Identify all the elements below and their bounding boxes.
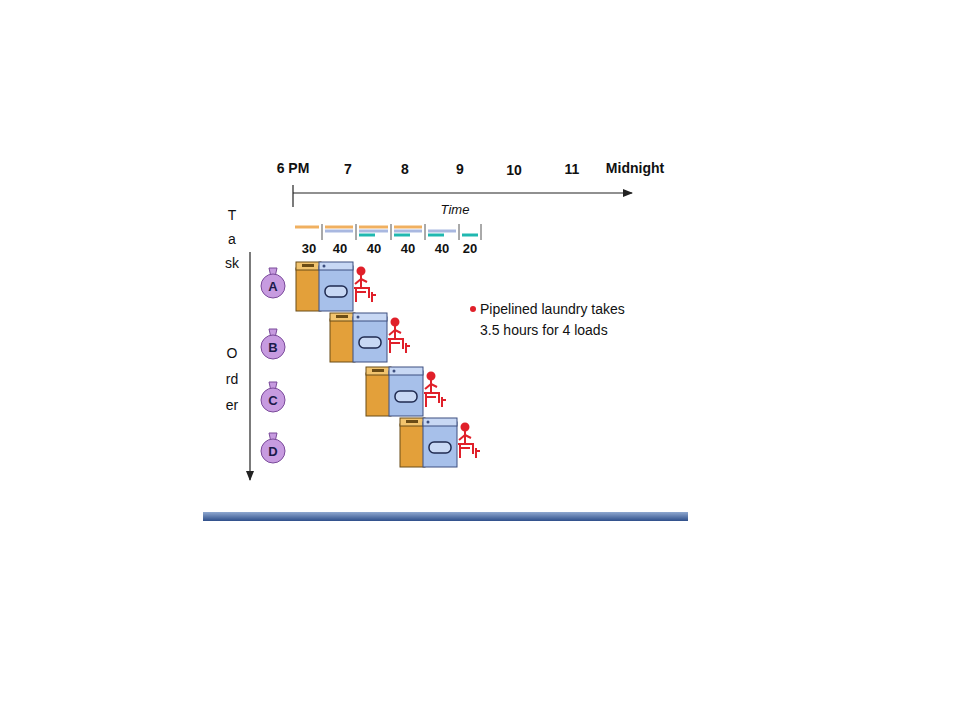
load-letter: D (259, 431, 287, 459)
time-tick: 10 (506, 163, 522, 177)
note-text: Pipelined laundry takes 3.5 hours for 4 … (480, 299, 640, 341)
time-tick: 9 (456, 162, 464, 176)
laundry-bag: C (259, 380, 287, 414)
order-axis (249, 252, 250, 480)
axis-title: Order (225, 340, 239, 418)
duration-number: 40 (435, 242, 449, 255)
time-axis (293, 192, 632, 193)
duration-number: 40 (367, 242, 381, 255)
time-tick: 8 (401, 162, 409, 176)
axis-title: Task (225, 203, 239, 275)
laundry-station (400, 418, 480, 467)
duration-number: 20 (463, 242, 477, 255)
time-tick: 6 PM (277, 161, 310, 175)
load-letter: C (259, 380, 287, 408)
laundry-station (296, 262, 376, 311)
laundry-bag: B (259, 327, 287, 361)
laundry-station (330, 313, 410, 362)
load-letter: B (259, 327, 287, 355)
load-letter: A (259, 266, 287, 294)
time-tick: 11 (565, 162, 580, 176)
axis-title: Time (441, 203, 470, 216)
footer-bar (203, 512, 688, 521)
bar-dividers (322, 224, 481, 240)
laundry-bag: D (259, 431, 287, 465)
axis-tick (292, 185, 293, 207)
laundry-bag: A (259, 266, 287, 300)
laundry-station (366, 367, 446, 416)
time-tick: 7 (344, 162, 352, 176)
duration-number: 40 (333, 242, 347, 255)
duration-number: 40 (401, 242, 415, 255)
bullet (470, 306, 476, 312)
duration-number: 30 (302, 242, 316, 255)
time-tick: Midnight (606, 161, 664, 175)
